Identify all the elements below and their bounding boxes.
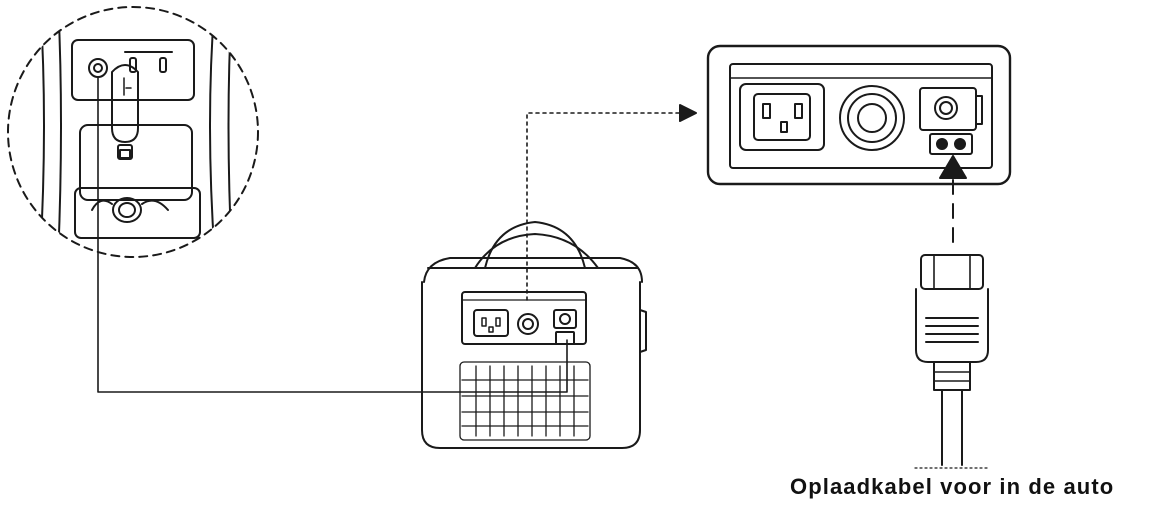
plug-arrow-icon bbox=[939, 155, 967, 179]
caption-label: Oplaadkabel voor in de auto bbox=[790, 474, 1115, 499]
zoom-pointer-arrow-icon bbox=[679, 104, 697, 122]
zoom-inset-border bbox=[7, 6, 259, 258]
car-cable bbox=[97, 77, 568, 393]
port-panel-zoom bbox=[706, 44, 1012, 186]
zoom-ac-outlet-icon bbox=[739, 83, 825, 151]
inset-plug-icon bbox=[111, 64, 139, 160]
power-station-icon bbox=[421, 221, 647, 449]
zoom-car-port-icon bbox=[919, 87, 983, 155]
zoom-pointer-line bbox=[526, 112, 681, 301]
zoom-inset bbox=[7, 6, 259, 258]
ps-grille bbox=[459, 361, 591, 441]
inset-round-port-icon bbox=[91, 197, 169, 223]
ps-round-port-icon bbox=[517, 313, 539, 335]
zoom-round-port-icon bbox=[839, 85, 905, 151]
ps-ac-outlet-icon bbox=[473, 309, 509, 337]
car-charger-plug-icon bbox=[914, 254, 991, 469]
